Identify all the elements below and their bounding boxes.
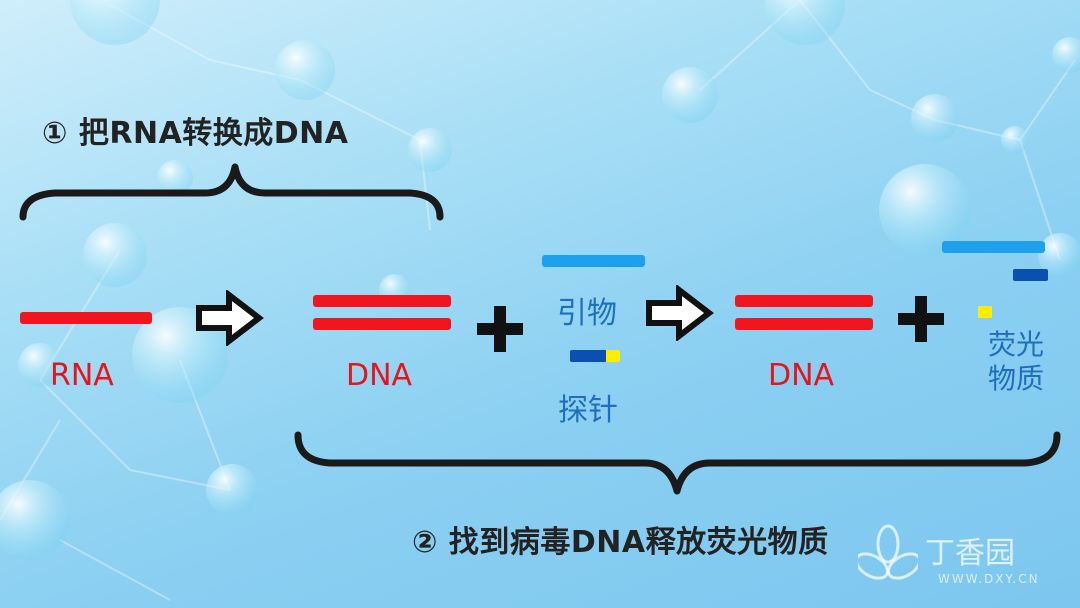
- dna-strand-bottom-2: [735, 318, 873, 330]
- released-primer: [942, 241, 1045, 253]
- rna-strand: [20, 312, 152, 324]
- rna-label: RNA: [50, 358, 114, 393]
- dna-label-1: DNA: [346, 358, 413, 393]
- fluorescent-label-line2: 物质: [988, 362, 1045, 395]
- released-probe: [1013, 269, 1048, 281]
- step2-heading: ② 找到病毒DNA释放荧光物质: [412, 517, 829, 561]
- watermark-url: WWW.DXY.CN: [938, 572, 1040, 586]
- probe-strand: [570, 350, 606, 362]
- arrow-right-icon: [646, 285, 714, 341]
- arrow-right-icon: [196, 290, 264, 346]
- step1-number: ①: [42, 116, 68, 151]
- step1-brace: [19, 163, 444, 221]
- probe-fluor-tag: [606, 350, 620, 362]
- dna-label-2: DNA: [768, 358, 835, 393]
- plus-icon: [477, 306, 523, 352]
- step1-heading: ① 把RNA转换成DNA: [42, 108, 349, 152]
- dna-strand-top-2: [735, 295, 873, 307]
- dxy-logo-icon: [858, 524, 918, 580]
- dna-strand-top: [313, 295, 451, 307]
- step2-title: 找到病毒DNA释放荧光物质: [448, 525, 829, 560]
- step2-brace: [294, 431, 1061, 495]
- primer-label: 引物: [557, 296, 617, 331]
- dna-strand-bottom: [313, 318, 451, 330]
- step2-number: ②: [412, 525, 438, 560]
- probe-label: 探针: [558, 393, 618, 428]
- plus-icon: [898, 296, 944, 342]
- primer-strand: [542, 255, 645, 267]
- fluorescent-label-line1: 荧光: [988, 328, 1045, 361]
- step1-title: 把RNA转换成DNA: [78, 116, 349, 151]
- fluorescent-tag: [978, 306, 992, 318]
- watermark-name: 丁香园: [925, 536, 1015, 571]
- fluorescent-label: 荧光 物质: [988, 328, 1044, 396]
